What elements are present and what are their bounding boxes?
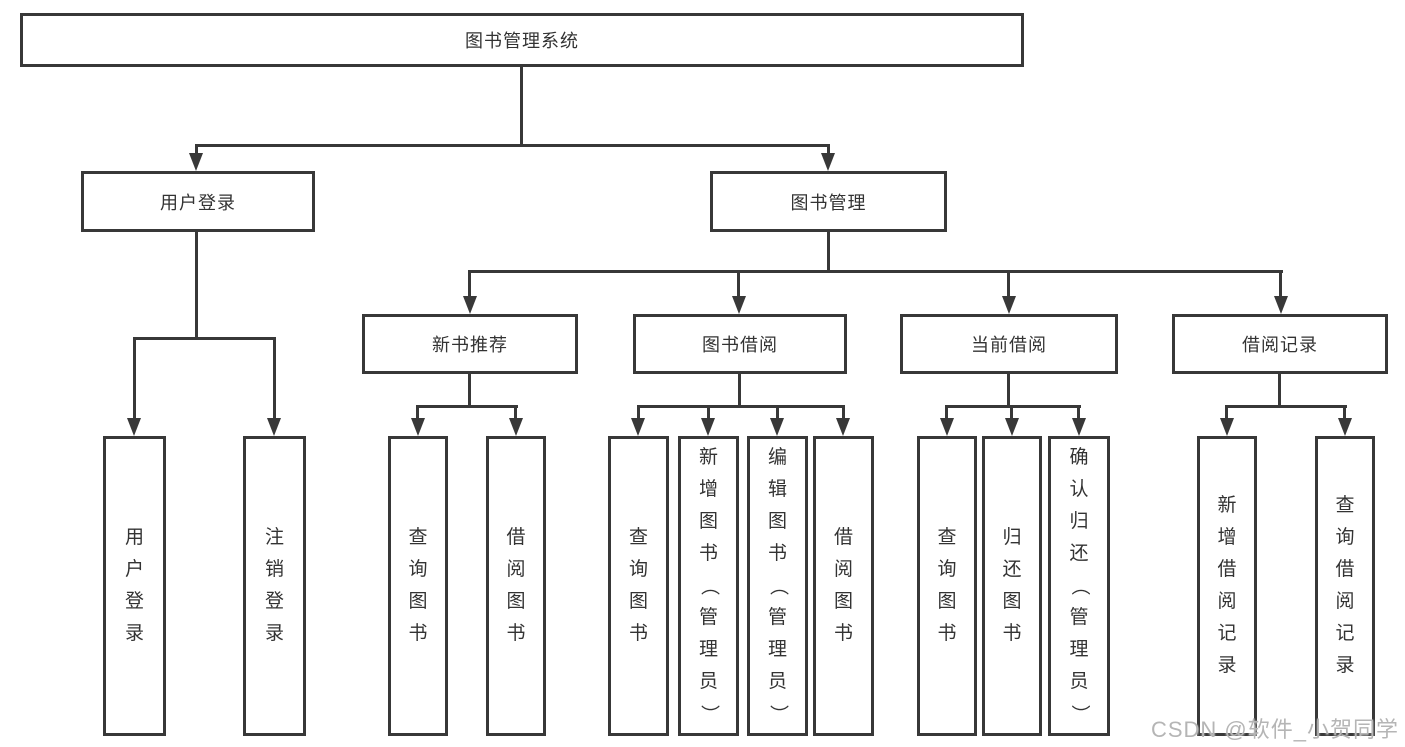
connector-line xyxy=(195,144,830,147)
connector-line xyxy=(273,337,276,418)
connector-line xyxy=(738,374,741,408)
leaf-bb-query-books: 查询图书 xyxy=(608,436,669,736)
connector-line xyxy=(195,232,198,340)
connector-line xyxy=(637,405,845,408)
arrow-down-icon xyxy=(821,153,835,171)
connector-line xyxy=(514,405,517,418)
leaf-bb-borrow-books: 借阅图书 xyxy=(813,436,874,736)
connector-line xyxy=(827,232,830,273)
arrow-down-icon xyxy=(701,418,715,436)
connector-line xyxy=(737,270,740,296)
node-current-borrow: 当前借阅 xyxy=(900,314,1118,374)
arrow-down-icon xyxy=(836,418,850,436)
connector-line xyxy=(416,405,518,408)
leaf-cb-return-books: 归还图书 xyxy=(982,436,1042,736)
connector-line xyxy=(1225,405,1228,418)
arrow-down-icon xyxy=(1002,296,1016,314)
arrow-down-icon xyxy=(1220,418,1234,436)
arrow-down-icon xyxy=(1072,418,1086,436)
node-new-book-recommend: 新书推荐 xyxy=(362,314,578,374)
connector-line xyxy=(776,405,779,418)
connector-line xyxy=(520,67,523,147)
connector-line xyxy=(416,405,419,418)
connector-line xyxy=(1278,374,1281,408)
connector-line xyxy=(945,405,948,418)
leaf-cb-query-books: 查询图书 xyxy=(917,436,977,736)
leaf-logout: 注销登录 xyxy=(243,436,306,736)
leaf-rec-add-record: 新增借阅记录 xyxy=(1197,436,1257,736)
connector-line xyxy=(945,405,1081,408)
connector-line xyxy=(637,405,640,418)
connector-line xyxy=(1279,270,1282,296)
leaf-nb-query-books: 查询图书 xyxy=(388,436,448,736)
connector-line xyxy=(468,270,471,296)
node-library-system: 图书管理系统 xyxy=(20,13,1024,67)
arrow-down-icon xyxy=(631,418,645,436)
arrow-down-icon xyxy=(411,418,425,436)
connector-line xyxy=(1007,270,1010,296)
connector-line xyxy=(195,144,198,155)
connector-line xyxy=(133,337,276,340)
node-book-management: 图书管理 xyxy=(710,171,947,232)
arrow-down-icon xyxy=(770,418,784,436)
arrow-down-icon xyxy=(127,418,141,436)
leaf-user-login: 用户登录 xyxy=(103,436,166,736)
connector-line xyxy=(842,405,845,418)
connector-line xyxy=(1007,374,1010,408)
leaf-rec-query-record: 查询借阅记录 xyxy=(1315,436,1375,736)
arrow-down-icon xyxy=(509,418,523,436)
connector-line xyxy=(1225,405,1347,408)
node-book-borrow: 图书借阅 xyxy=(633,314,847,374)
leaf-bb-edit-books-admin: 编辑图书（管理员） xyxy=(747,436,808,736)
leaf-cb-confirm-return-admin: 确认归还（管理员） xyxy=(1048,436,1110,736)
connector-line xyxy=(707,405,710,418)
arrow-down-icon xyxy=(1274,296,1288,314)
connector-line xyxy=(468,270,1283,273)
connector-line xyxy=(1010,405,1013,418)
leaf-nb-borrow-books: 借阅图书 xyxy=(486,436,546,736)
arrow-down-icon xyxy=(732,296,746,314)
connector-line xyxy=(827,144,830,155)
leaf-bb-add-books-admin: 新增图书（管理员） xyxy=(678,436,739,736)
arrow-down-icon xyxy=(189,153,203,171)
node-borrow-records: 借阅记录 xyxy=(1172,314,1388,374)
arrow-down-icon xyxy=(1005,418,1019,436)
arrow-down-icon xyxy=(940,418,954,436)
connector-line xyxy=(133,337,136,418)
node-user-login: 用户登录 xyxy=(81,171,315,232)
arrow-down-icon xyxy=(267,418,281,436)
arrow-down-icon xyxy=(1338,418,1352,436)
connector-line xyxy=(468,374,471,408)
watermark: CSDN @软件_小贺同学 xyxy=(1150,717,1399,742)
connector-line xyxy=(1077,405,1080,418)
arrow-down-icon xyxy=(463,296,477,314)
connector-line xyxy=(1343,405,1346,418)
